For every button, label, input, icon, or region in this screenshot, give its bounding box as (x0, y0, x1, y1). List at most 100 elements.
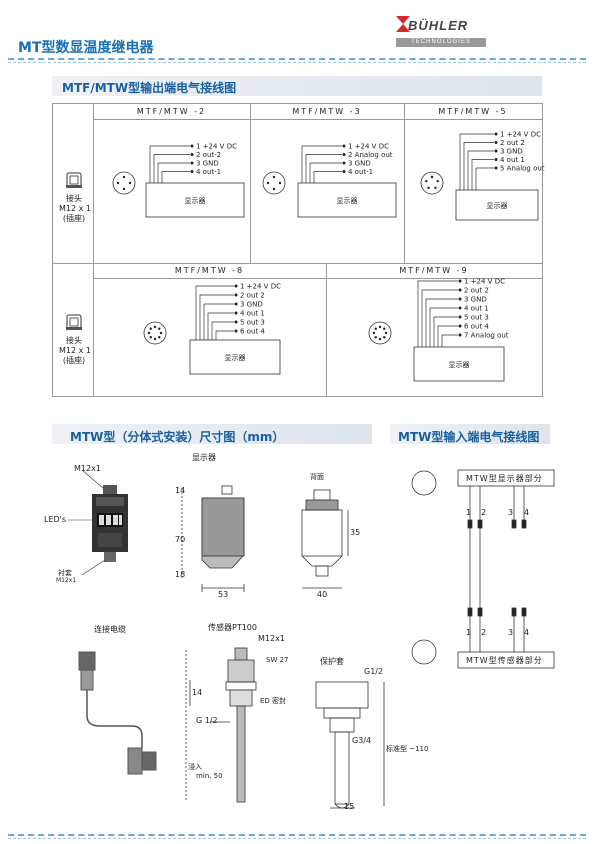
pin-label: 6 out 4 (240, 328, 265, 336)
section2-title: MTW型（分体式安装）尺寸图（mm） (70, 430, 285, 444)
dim-53: 53 (218, 590, 229, 599)
input-pin-4-bottom: 4 (524, 628, 530, 637)
model-header-3: MTF/MTW -3 (292, 107, 362, 116)
pin-label: 1 +24 V DC (196, 143, 237, 151)
display-side-view (181, 485, 245, 592)
pin-label: 7 Analog out (464, 332, 509, 340)
model-header-2: MTF/MTW -2 (136, 107, 207, 116)
model-header-8: MTF/MTW -8 (174, 266, 245, 275)
display-label: 显示器 (487, 202, 508, 210)
model-header-5: MTF/MTW -5 (438, 107, 508, 116)
model-header-9: MTF/MTW -9 (399, 266, 469, 275)
cable-drawing (78, 651, 157, 775)
display-label: 显示器 (337, 197, 358, 205)
sensor-g12: G 1/2 (196, 716, 218, 725)
display-front-view (68, 469, 128, 576)
pin-label: 2 out 2 (464, 287, 489, 295)
m12x1-label: M12x1 (74, 464, 101, 473)
pin-label: 6 out 4 (464, 323, 489, 331)
sensor-seal: ED 密封 (260, 697, 287, 705)
pin-connector-icon (420, 171, 444, 195)
display-back-view (301, 489, 349, 589)
pin-label: 4 out 1 (464, 305, 489, 313)
section2-band (52, 424, 372, 444)
connector-info-1: 接头 M12 x 1 (插座) (59, 172, 91, 224)
plug-label-2: M12x1 (56, 577, 77, 584)
input-pin-3-top: 3 (508, 508, 514, 517)
section1-band (52, 76, 542, 96)
connector-socket-icon (66, 172, 82, 188)
dim-70: 70 (175, 535, 186, 544)
buhler-logo-icon (396, 16, 410, 32)
pin-connector-icon (262, 171, 286, 195)
pin-label: 2 Analog out (348, 151, 393, 159)
connector-socket-icon (66, 314, 82, 330)
pin-label: 3 GND (196, 160, 219, 168)
pin-label: 5 Analog out (500, 165, 545, 173)
sensor-min: min. 50 (196, 772, 223, 780)
display-label: 显示器 (185, 197, 206, 205)
display-label: 显示器 (225, 354, 246, 362)
input-pin-4-top: 4 (524, 508, 530, 517)
pin-connector-icon (112, 171, 136, 195)
pin-label: 4 out 1 (500, 156, 525, 164)
pin-label: 3 GND (464, 296, 487, 304)
page-header: MT型数显温度继电器 BÜHLER TECHNOLOGIES (0, 0, 594, 62)
connector-info-2: 接头 M12 x 1 (插座) (59, 314, 91, 366)
pin-label: 3 GND (500, 148, 523, 156)
sensor-depth: 浸入 (188, 763, 202, 771)
input-top-label: MTW型显示器部分 (466, 474, 543, 483)
leds-label: LED's (44, 515, 67, 524)
pin-label: 2 out 2 (240, 292, 265, 300)
brand-name: BÜHLER (408, 18, 469, 33)
sensor-sw: SW 27 (266, 656, 289, 664)
sleeve-g12: G1/2 (364, 667, 384, 676)
footer-divider-2 (8, 838, 586, 839)
pin-label: 5 out 3 (464, 314, 489, 322)
sleeve-g34: G3/4 (352, 736, 372, 745)
display-label: 显示器 (449, 361, 470, 369)
input-pin-2-bottom: 2 (481, 628, 487, 637)
input-pin-2-top: 2 (481, 508, 487, 517)
dim-40: 40 (317, 590, 328, 599)
sensor-drawing (185, 647, 257, 803)
page-title: MT型数显温度继电器 (18, 40, 154, 56)
sleeve-15: 15 (344, 802, 355, 811)
sleeve-length: 标准型 ~110 (386, 745, 429, 753)
header-divider-2 (8, 62, 586, 63)
dim-14: 14 (175, 486, 186, 495)
pin-label: 3 GND (240, 301, 263, 309)
section1-title: MTF/MTW型输出端电气接线图 (62, 81, 237, 95)
sensor-title: 传感器PT100 (208, 623, 257, 632)
cable-title: 连接电缆 (94, 625, 126, 634)
pin-label: 1 +24 V DC (348, 143, 389, 151)
back-view-label: 背面 (310, 473, 324, 481)
sensor-14: 14 (192, 688, 203, 697)
plug-label-1: 衬套 (58, 569, 72, 577)
input-bottom-label: MTW型传感器部分 (466, 656, 543, 665)
input-pin-1-top: 1 (466, 508, 472, 517)
pin-connector-icon (143, 321, 167, 345)
pin-label: 1 +24 V DC (464, 278, 505, 286)
input-wiring-diagram (411, 469, 555, 669)
pin-label: 1 +24 V DC (500, 131, 541, 139)
sensor-m12: M12x1 (258, 634, 285, 643)
dim-18: 18 (175, 570, 186, 579)
pin-label: 2 out 2 (500, 139, 525, 147)
pin-label: 4 out-1 (348, 168, 373, 176)
input-pin-1-bottom: 1 (466, 628, 472, 637)
wiring-table: MTF/MTW -2 MTF/MTW -3 MTF/MTW -5 MTF/MTW… (52, 103, 543, 397)
sleeve-drawing (315, 681, 385, 809)
header-divider (8, 58, 586, 60)
pin-label: 4 out 1 (240, 310, 265, 318)
pin-label: 3 GND (348, 160, 371, 168)
input-pin-3-bottom: 3 (508, 628, 514, 637)
brand-subtitle: TECHNOLOGIES (396, 38, 486, 47)
footer-divider (8, 834, 586, 836)
